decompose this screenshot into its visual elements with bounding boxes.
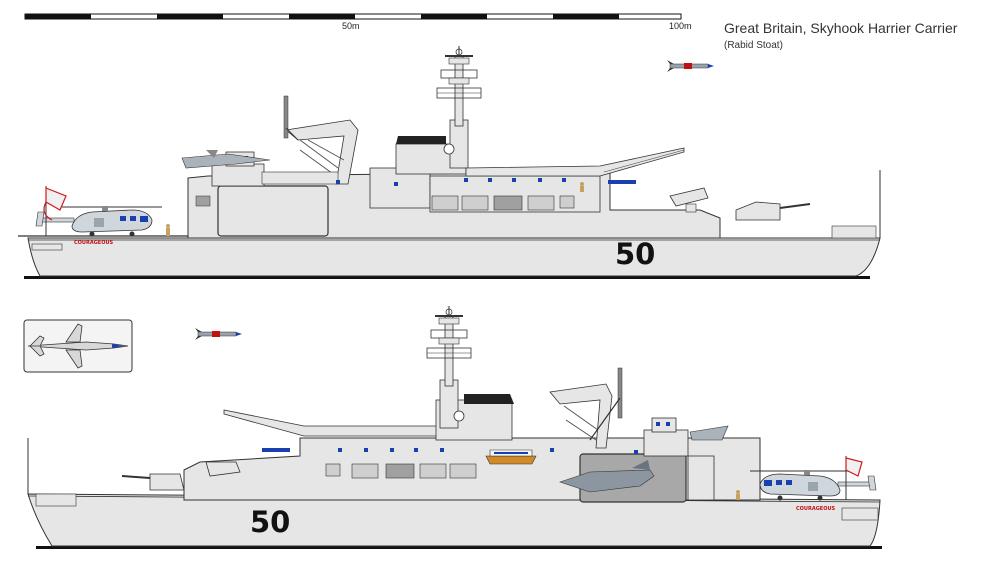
name-plate-bottom: COURAGEOUS [796,506,836,512]
hull-number-bottom: 50 [250,505,290,539]
page-title: Great Britain, Skyhook Harrier Carrier [724,20,958,36]
page-subtitle: (Rabid Stoat) [724,40,783,51]
scale-bar [24,13,682,20]
scale-label-end: 100m [669,21,692,31]
hull-number-top: 50 [615,237,655,271]
harrier-inset [23,319,133,373]
name-plate-top: COURAGEOUS [74,240,114,246]
scale-label-mid: 50m [342,21,360,31]
skyhook-crane [261,95,359,185]
missile-icon [194,327,243,341]
ship-starboard-view: 50 COURAGEOUS [18,45,881,279]
missile-icon [666,59,715,73]
ship-port-view: 50 COURAGEOUS [27,305,882,549]
